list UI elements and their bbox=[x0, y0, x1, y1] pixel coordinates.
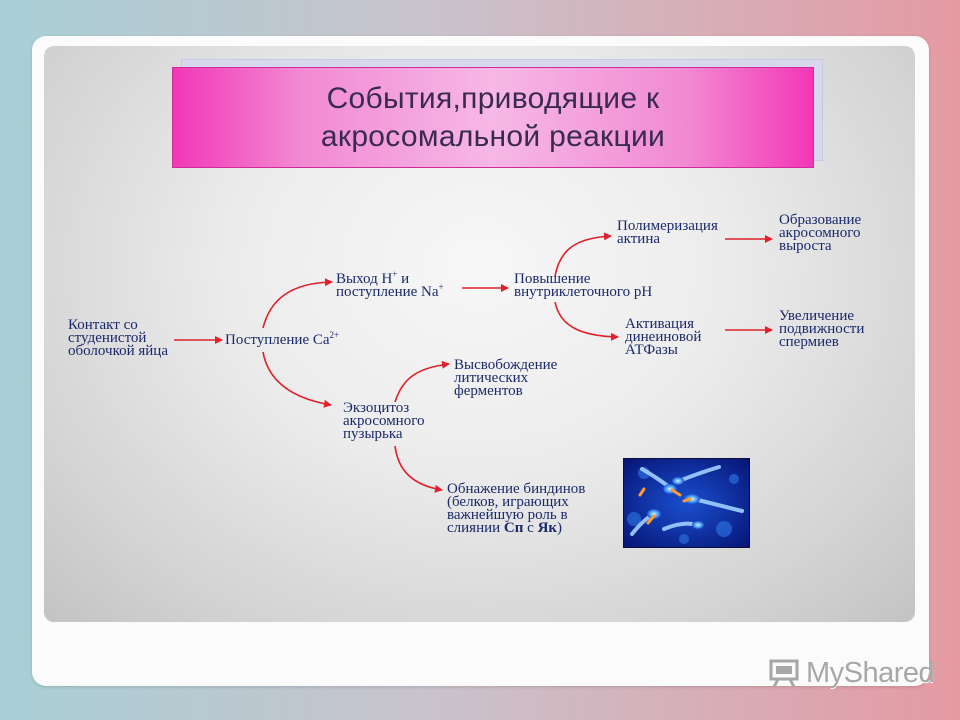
sperm-micrograph-image bbox=[623, 458, 750, 548]
node-ph: Повышение внутриклеточного рН bbox=[514, 271, 653, 300]
node-bindin-close: ) bbox=[557, 520, 563, 536]
title-box: События,приводящие к акросомальной реакц… bbox=[172, 67, 814, 168]
watermark-text: MyShared bbox=[806, 656, 935, 689]
node-contact: Контакт со студенистой оболочкой яйца bbox=[68, 317, 168, 359]
node-exit-l1-sup: + bbox=[392, 269, 398, 279]
slide-title: События,приводящие к акросомальной реакц… bbox=[320, 81, 666, 153]
node-exit-l1-suffix: и bbox=[397, 271, 410, 287]
node-calcium: Поступление Са2+ bbox=[225, 331, 339, 348]
node-exit-l2-sup: + bbox=[438, 282, 444, 292]
watermark-logo: MyShared bbox=[768, 656, 935, 690]
node-bindin-with: с bbox=[523, 520, 538, 536]
node-bindin-sp: Сп bbox=[503, 520, 524, 536]
node-bindin-text: Обнажение биндинов (белков, играющих важ… bbox=[447, 481, 586, 536]
node-calcium-sup: 2+ bbox=[329, 330, 340, 340]
node-lytic: Высвобождение литических ферментов bbox=[454, 357, 558, 399]
node-calcium-text: Поступление Са bbox=[225, 332, 330, 348]
node-bindin: Обнажение биндинов (белков, играющих важ… bbox=[447, 481, 586, 536]
node-bindin-egg: Як bbox=[537, 520, 558, 536]
node-exit-l2: поступление Na bbox=[336, 284, 439, 300]
node-motility: Увеличение подвижности спермиев bbox=[779, 308, 865, 350]
micrograph-drawing bbox=[624, 459, 749, 547]
node-actin: Полимеризация актина bbox=[617, 218, 718, 247]
node-dynein: Активация динеиновой АТФазы bbox=[625, 316, 702, 358]
node-exit-l1: Выход Н bbox=[336, 271, 393, 287]
node-exocytosis: Экзоцитоз акросомного пузырька bbox=[343, 400, 425, 442]
node-outgrowth: Образование акросомного выроста bbox=[779, 212, 862, 254]
presentation-board-icon bbox=[769, 659, 799, 688]
